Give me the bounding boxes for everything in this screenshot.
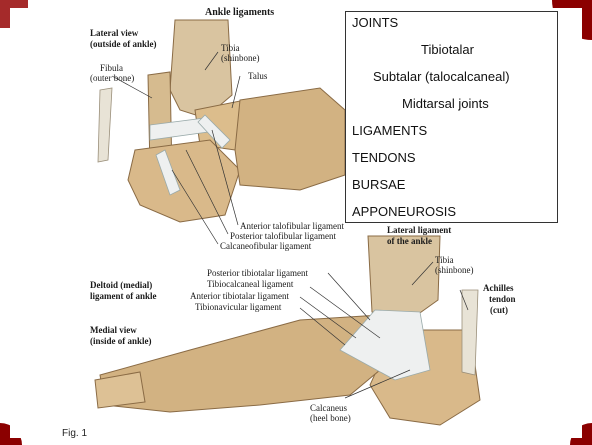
calcaneus-sublabel: (heel bone) xyxy=(310,413,351,423)
lateral-view-subheading: (outside of ankle) xyxy=(90,39,157,49)
achilles-label: Achilles xyxy=(483,283,514,293)
medial-view-heading: Medial view xyxy=(90,325,137,335)
fibula-sublabel: (outer bone) xyxy=(90,73,134,83)
topic-tendons: TENDONS xyxy=(352,150,416,165)
topic-bursae: BURSAE xyxy=(352,177,405,192)
talus-label: Talus xyxy=(248,71,267,81)
posterior-tibiotalar-label: Posterior tibiotalar ligament xyxy=(207,268,308,278)
topic-tibiotalar: Tibiotalar xyxy=(421,42,474,57)
figure-caption: Fig. 1 xyxy=(62,428,87,439)
anterior-tibiotalar-label: Anterior tibiotalar ligament xyxy=(190,291,289,301)
posterior-talofibular-label: Posterior talofibular ligament xyxy=(230,231,336,241)
deltoid-sublabel: ligament of ankle xyxy=(90,291,157,301)
fibula-label: Fibula xyxy=(100,63,123,73)
medial-tibia-label: Tibia xyxy=(435,255,454,265)
anterior-talofibular-label: Anterior talofibular ligament xyxy=(240,221,344,231)
topics-textbox: JOINTS Tibiotalar Subtalar (talocalcanea… xyxy=(345,11,558,223)
tibionavicular-label: Tibionavicular ligament xyxy=(195,302,281,312)
lateral-ligament-sublabel: of the ankle xyxy=(387,236,432,246)
achilles-sublabel: tendon xyxy=(489,294,516,304)
medial-tibia-sublabel: (shinbone) xyxy=(435,265,474,275)
lateral-ligament-label: Lateral ligament xyxy=(387,225,451,235)
topic-midtarsal: Midtarsal joints xyxy=(402,96,489,111)
calcaneus-label: Calcaneus xyxy=(310,403,347,413)
calcaneofibular-label: Calcaneofibular ligament xyxy=(220,241,311,251)
lateral-view-heading: Lateral view xyxy=(90,28,138,38)
topic-subtalar: Subtalar (talocalcaneal) xyxy=(373,69,510,84)
topic-joints: JOINTS xyxy=(352,15,398,30)
medial-view-subheading: (inside of ankle) xyxy=(90,336,152,346)
deltoid-label: Deltoid (medial) xyxy=(90,280,152,290)
tibiocalcaneal-label: Tibiocalcaneal ligament xyxy=(207,279,293,289)
tibia-sublabel: (shinbone) xyxy=(221,53,260,63)
topic-aponeurosis: APPONEUROSIS xyxy=(352,204,456,219)
topic-ligaments: LIGAMENTS xyxy=(352,123,427,138)
tibia-label: Tibia xyxy=(221,43,240,53)
figure-title: Ankle ligaments xyxy=(205,8,274,18)
medial-foot-drawing xyxy=(95,236,480,425)
achilles-cut-label: (cut) xyxy=(490,305,508,315)
